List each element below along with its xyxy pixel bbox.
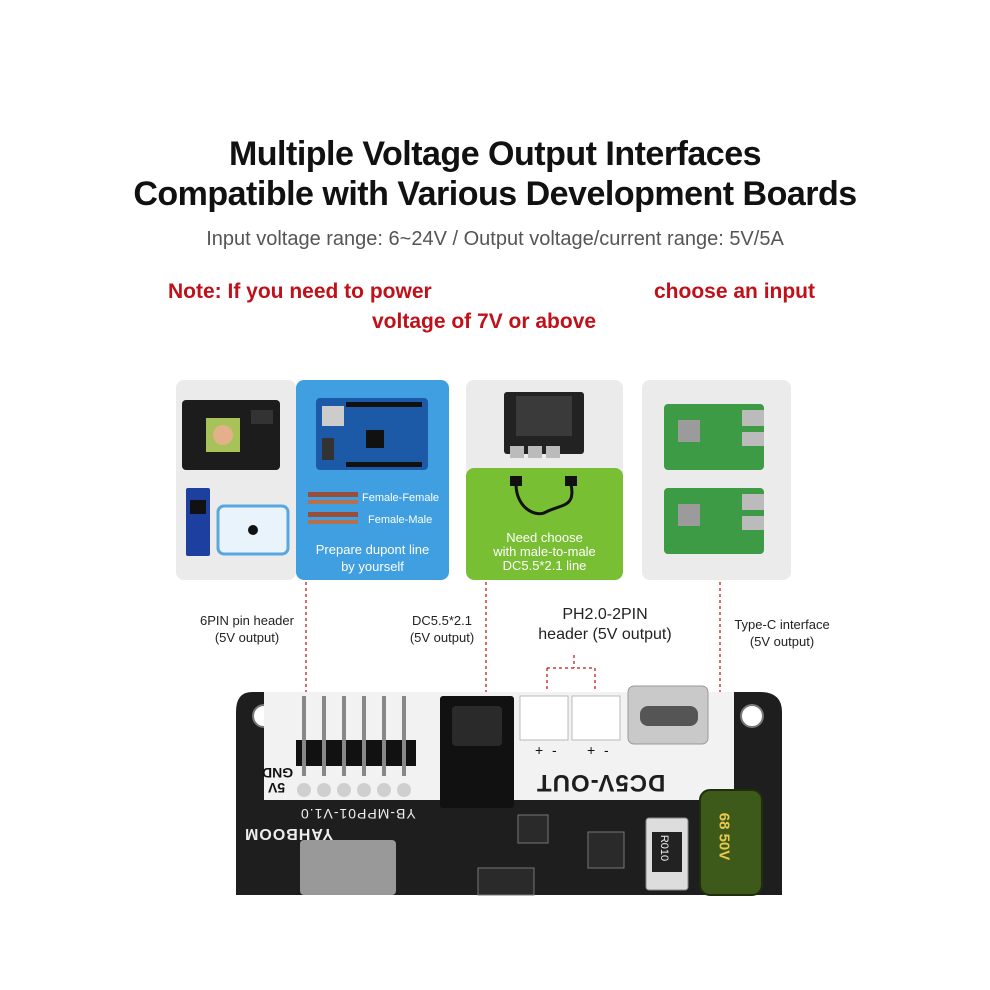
label-typec-name: Type-C interface bbox=[734, 617, 830, 632]
label-6pin-name: 6PIN pin header bbox=[200, 613, 294, 628]
ph1-minus: - bbox=[552, 742, 557, 758]
resistor-label: R010 bbox=[658, 834, 671, 862]
label-ph-name: PH2.0-2PIN bbox=[562, 606, 648, 623]
dc-caption-line-1: Need choose bbox=[506, 530, 583, 545]
silk-gnd: GND bbox=[262, 765, 294, 781]
note-text-part-2: choose an input bbox=[654, 280, 816, 303]
ph2-minus: - bbox=[604, 742, 609, 758]
card-raspberry-pi bbox=[642, 380, 791, 580]
raspberry-pi-images bbox=[664, 404, 764, 554]
card-dev-boards-left bbox=[176, 380, 296, 580]
dc-caption-line-3: DC5.5*2.1 line bbox=[502, 558, 587, 573]
dupont-female-female-label: Female-Female bbox=[362, 492, 440, 504]
ph2-plus: + bbox=[587, 742, 596, 758]
silk-5v: 5V bbox=[268, 780, 286, 796]
dupont-caption-line-2: by yourself bbox=[341, 559, 404, 574]
label-ph-output: header (5V output) bbox=[538, 626, 672, 643]
label-ph: PH2.0-2PIN header (5V output) bbox=[520, 605, 690, 645]
label-dc-output: (5V output) bbox=[409, 630, 475, 645]
silk-dc5v-out: DC5V-OUT bbox=[536, 769, 666, 796]
label-dc-name: DC5.5*2.1 bbox=[412, 613, 472, 628]
dupont-female-male-label: Female-Male bbox=[368, 514, 433, 526]
card-jetson: Need choose with male-to-male DC5.5*2.1 … bbox=[466, 380, 623, 580]
label-typec-output: (5V output) bbox=[749, 634, 815, 649]
label-6pin-output: (5V output) bbox=[214, 630, 280, 645]
silk-model: YB-MPP01-V1.0 bbox=[300, 806, 416, 822]
label-typec: Type-C interface (5V output) bbox=[722, 616, 842, 650]
dev-board-images bbox=[182, 400, 290, 556]
headline-line-2: Compatible with Various Development Boar… bbox=[133, 175, 857, 213]
jetson-board-image bbox=[504, 392, 584, 458]
ph1-plus: + bbox=[535, 742, 544, 758]
dupont-caption-line-1: Prepare dupont line bbox=[315, 542, 430, 557]
dc-cable-image bbox=[510, 476, 577, 516]
leader-line-ph bbox=[546, 655, 596, 697]
headline-line-1: Multiple Voltage Output Interfaces bbox=[228, 135, 762, 173]
silk-brand: YAHBOOM bbox=[244, 825, 334, 842]
note-text-part-3: voltage of 7V or above bbox=[372, 310, 597, 333]
label-6pin: 6PIN pin header (5V output) bbox=[182, 612, 312, 646]
dc-caption-line-2: with male-to-male bbox=[493, 544, 596, 559]
arduino-board-image bbox=[308, 398, 428, 524]
capacitor-label: 68 50V bbox=[715, 812, 733, 861]
label-dc: DC5.5*2.1 (5V output) bbox=[396, 612, 488, 646]
dc-line-panel: Need choose with male-to-male DC5.5*2.1 … bbox=[466, 468, 623, 580]
card-dupont-line: Female-Female Female-Male Prepare dupont… bbox=[296, 380, 449, 580]
note-text-part-1: Note: If you need to power bbox=[168, 280, 432, 303]
voltage-range-subtitle: Input voltage range: 6~24V / Output volt… bbox=[206, 228, 784, 250]
